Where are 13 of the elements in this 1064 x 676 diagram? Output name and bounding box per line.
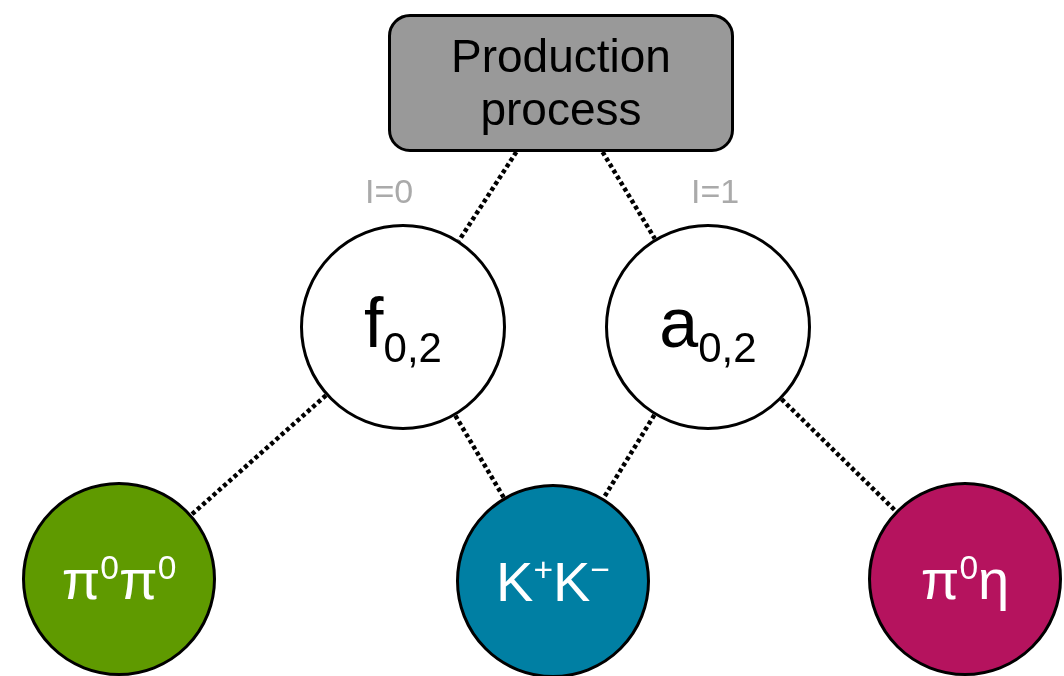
process-box (388, 14, 734, 152)
dotted-connector (601, 413, 657, 500)
process-label: Production process (450, 30, 672, 136)
dotted-connector (457, 150, 519, 242)
particle-label: f$_{0,2}$ (364, 282, 442, 372)
dotted-connector (779, 397, 898, 513)
dotted-connector (190, 393, 328, 517)
particle-label: a$_{0,2}$ (659, 282, 757, 372)
dotted-connector (600, 150, 657, 240)
dotted-connector (453, 414, 506, 499)
particle-label: π$^{0}$η (920, 546, 1010, 612)
particle-label: π$^{0}$π$^{0}$ (61, 546, 177, 612)
particle-label: K$^{+}$K$^{−}$ (496, 548, 610, 614)
